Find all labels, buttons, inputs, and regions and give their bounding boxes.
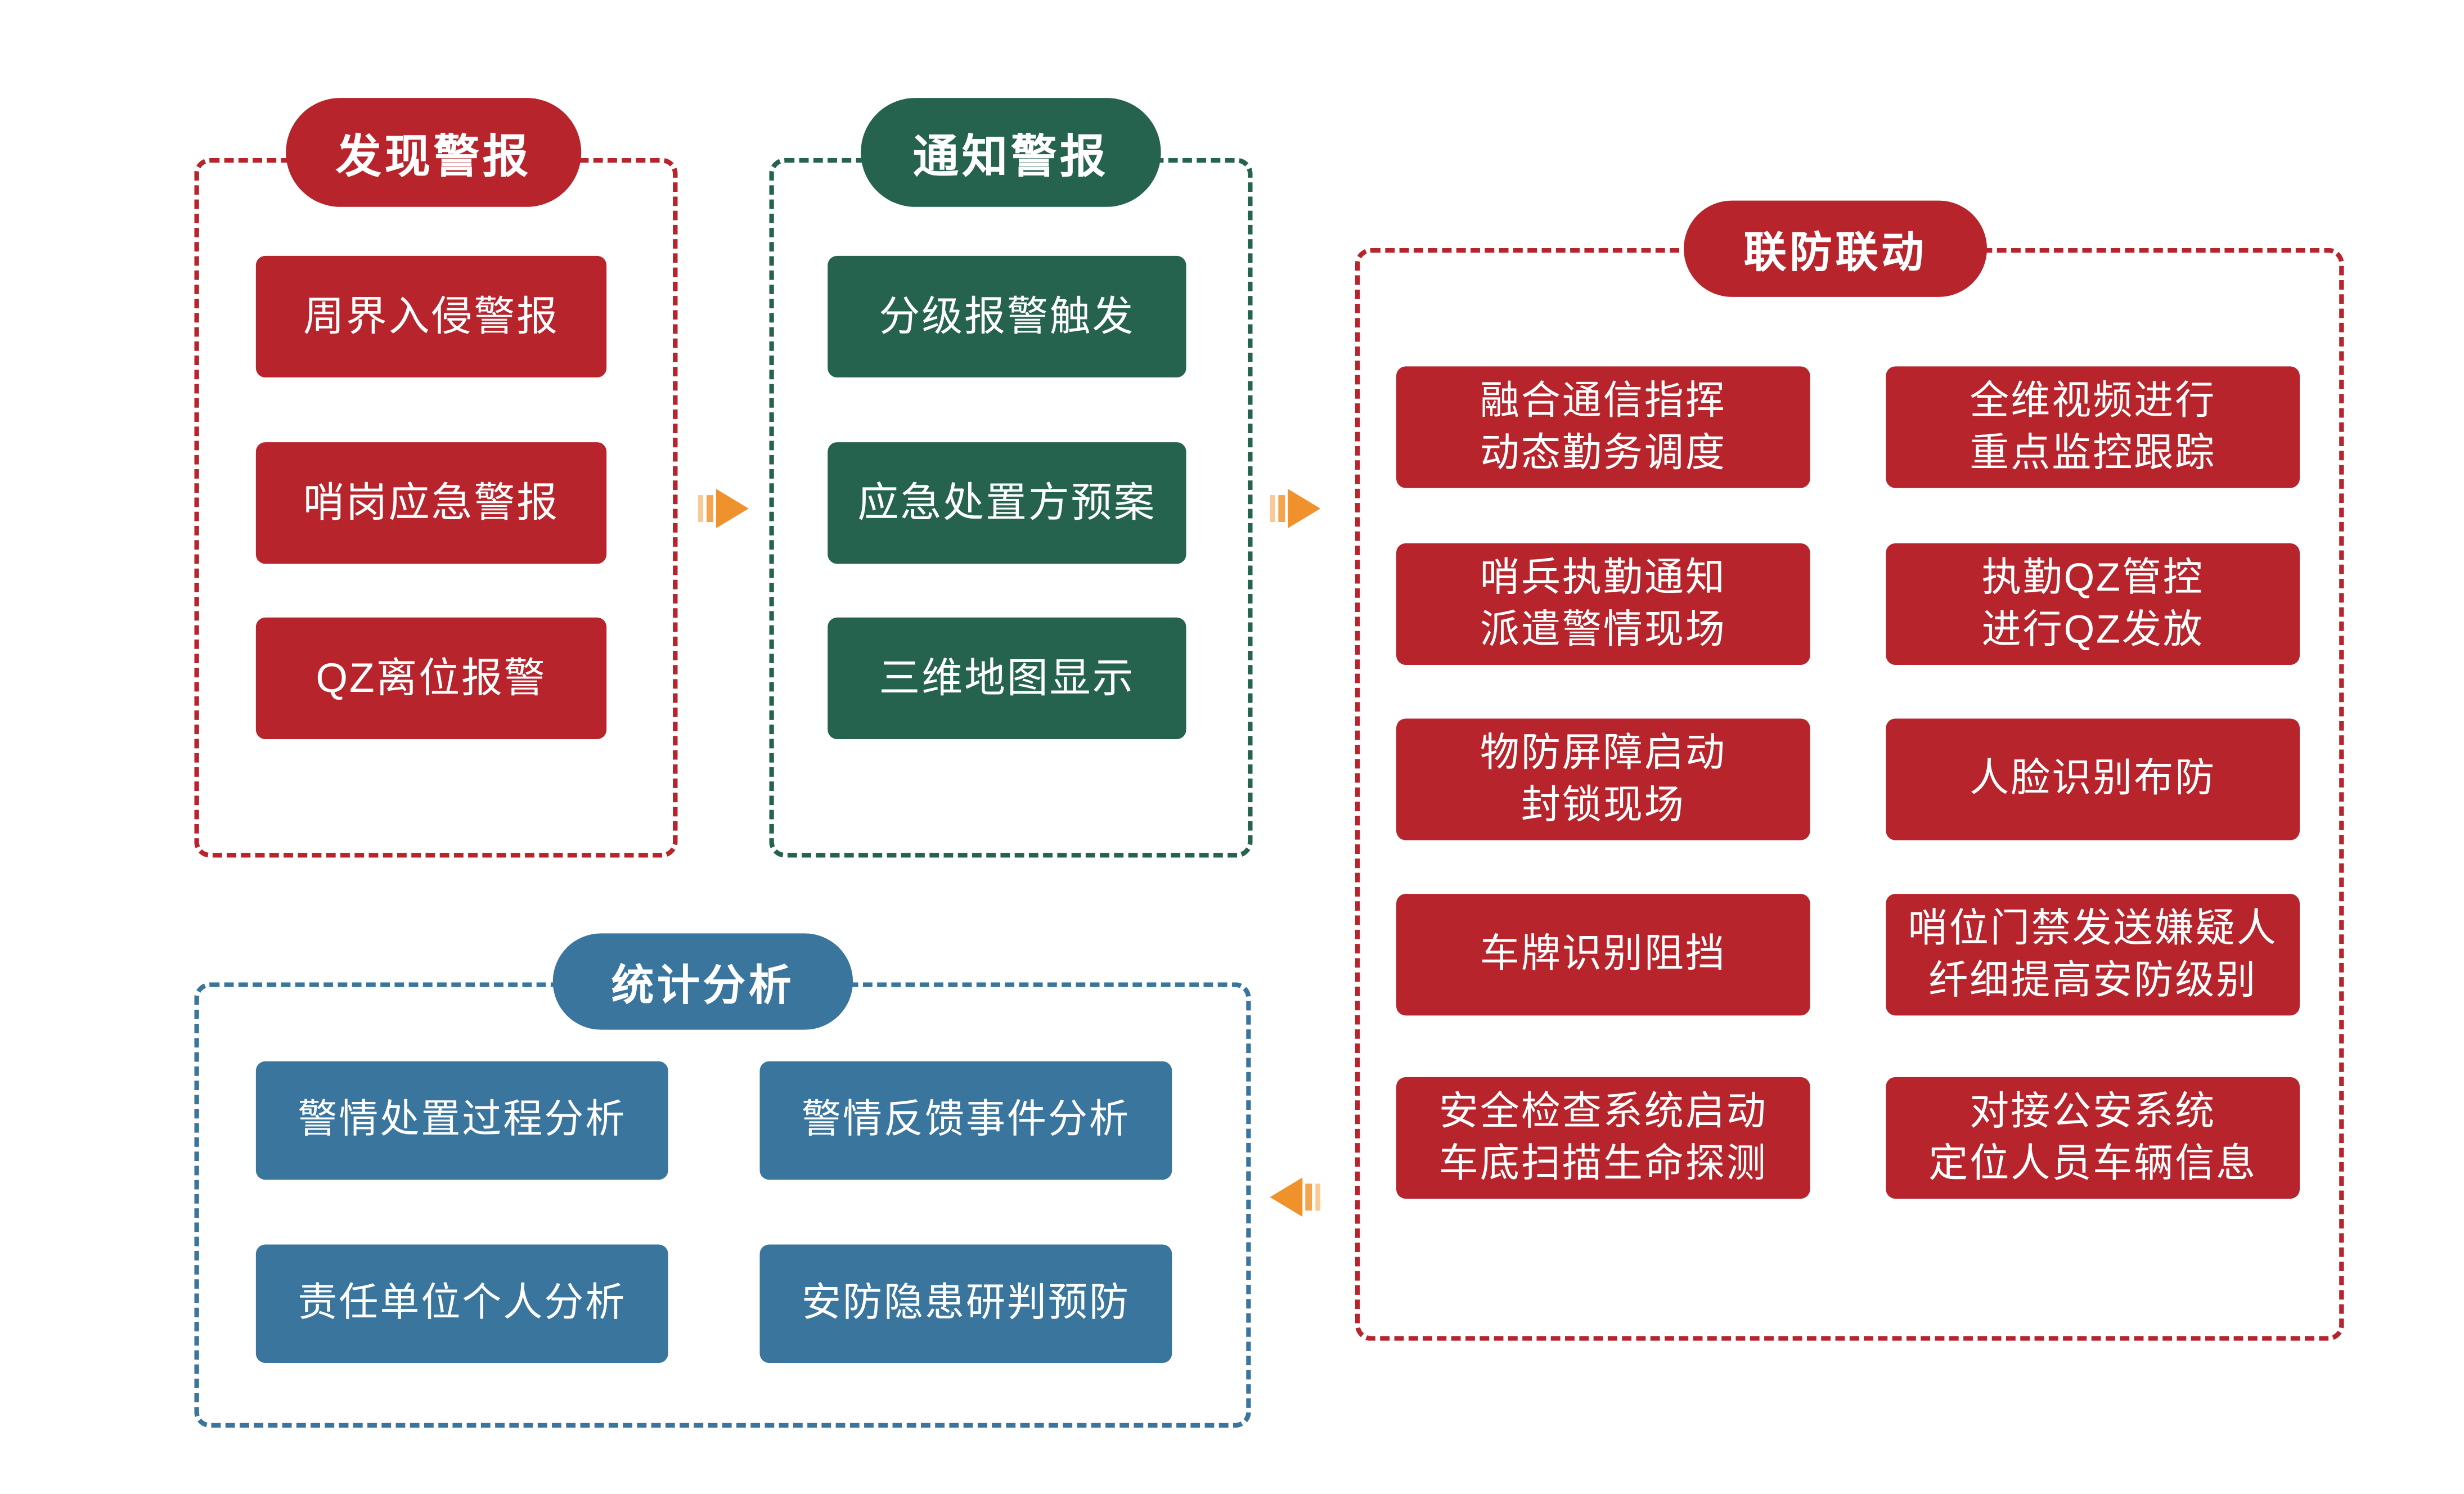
section-notify-title: 通知警报 [861,98,1161,207]
node-3d-map-display: 三维地图显示 [828,617,1186,739]
flow-arrow-notify-to-joint [1270,487,1321,531]
section-discover-title: 发现警报 [286,98,582,207]
node-plate-recognition-block: 车牌识别阻挡 [1396,894,1810,1016]
left-arrow-icon [1270,1177,1321,1217]
right-arrow-icon [698,489,749,529]
node-qz-off-position-alarm: QZ离位报警 [255,617,607,739]
section-joint-title: 联防联动 [1683,200,1988,297]
node-panoramic-video-tracking: 全维视频进行 重点监控跟踪 [1886,366,2300,488]
node-sentry-duty-dispatch: 哨兵执勤通知 派遣警情现场 [1396,543,1810,665]
node-emergency-response-plan: 应急处置方预案 [828,442,1186,564]
node-responsible-unit-person-analysis: 责任单位个人分析 [255,1244,668,1364]
node-police-system-locate-info: 对接公安系统 定位人员车辆信息 [1886,1077,2300,1199]
node-security-check-life-detect: 安全检查系统启动 车底扫描生命探测 [1396,1077,1810,1199]
node-duty-qz-control-issue: 执勤QZ管控 进行QZ发放 [1886,543,2300,665]
node-physical-barrier-lockdown: 物防屏障启动 封锁现场 [1396,718,1810,840]
node-graded-alarm-trigger: 分级报警触发 [828,255,1186,378]
section-stats-title: 统计分析 [552,933,853,1030]
node-fused-comms-command: 融合通信指挥 动态勤务调度 [1396,366,1810,488]
node-alarm-handling-process-analysis: 警情处置过程分析 [255,1061,668,1180]
node-security-risk-research-prevention: 安防隐患研判预防 [759,1244,1172,1364]
right-arrow-icon [1270,489,1321,529]
node-sentry-access-suspect-alert: 哨位门禁发送嫌疑人 纤细提高安防级别 [1886,894,2300,1016]
node-sentry-emergency-alarm: 哨岗应急警报 [255,442,607,564]
node-alarm-feedback-event-analysis: 警情反馈事件分析 [759,1061,1172,1180]
node-perimeter-intrusion-alarm: 周界入侵警报 [255,255,607,378]
node-face-recognition-deploy: 人脸识别布防 [1886,718,2300,840]
flow-arrow-joint-to-stats [1270,1175,1321,1220]
flow-arrow-discover-to-notify [698,487,749,531]
